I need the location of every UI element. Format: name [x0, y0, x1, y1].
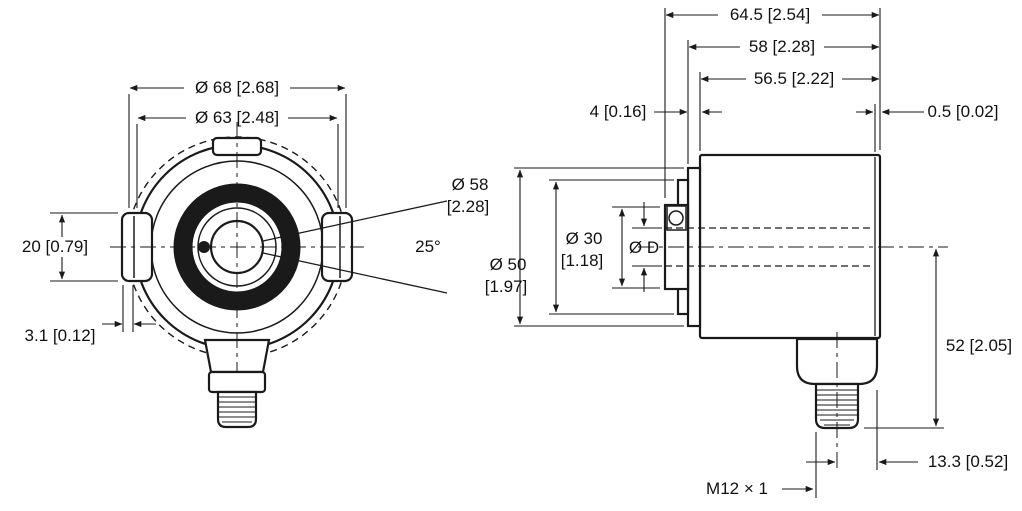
dim-flange-thickness: 4 [0.16]: [590, 102, 722, 121]
dim-housing-depth-label: 56.5 [2.22]: [754, 69, 834, 88]
dim-flange-diameter-label-2: [2.28]: [447, 197, 490, 216]
dim-angle-label: 25°: [415, 237, 441, 256]
thread-lines-front: [218, 396, 256, 423]
dim-pilot-diameter: Ø 50 [1.97]: [485, 179, 674, 315]
thread-label: M12 × 1: [706, 479, 768, 498]
front-view-dimensions: Ø 68 [2.68] Ø 63 [2.48] 20 [0.79] 3.1 [0…: [22, 78, 441, 345]
dim-body-diameter-label: Ø 63 [2.48]: [195, 108, 279, 127]
dim-clamp-thickness: 3.1 [0.12]: [25, 285, 156, 345]
angle-line-upper: [262, 200, 448, 242]
dim-shaft-diameter: Ø D: [629, 202, 662, 292]
front-view: [110, 122, 448, 429]
dim-total-depth: 64.5 [2.54]: [664, 5, 881, 198]
dim-connector-thread: M12 × 1: [706, 432, 817, 498]
dim-clamp-thickness-label: 3.1 [0.12]: [25, 326, 96, 345]
dim-flange-depth: 58 [2.28]: [687, 37, 880, 164]
dim-rear-gap: 0.5 [0.02]: [856, 102, 998, 152]
side-view: [638, 153, 948, 472]
dim-outer-diameter: Ø 68 [2.68]: [128, 78, 347, 208]
dim-clamp-length-label: 20 [0.79]: [22, 237, 88, 256]
dim-connector-offset-label: 13.3 [0.52]: [928, 452, 1008, 471]
dim-housing-depth: 56.5 [2.22]: [699, 69, 880, 151]
dim-connector-offset: 13.3 [0.52]: [806, 390, 1008, 471]
dim-flange-diameter: Ø 58 [2.28]: [447, 167, 684, 327]
dim-clamp-length: 20 [0.79]: [22, 212, 118, 282]
dim-pilot-diameter-label-1: Ø 50: [490, 255, 527, 274]
dim-hub-diameter-label-2: [1.18]: [561, 251, 604, 270]
angle-line-lower: [262, 252, 448, 294]
dim-body-diameter: Ø 63 [2.48]: [136, 108, 339, 208]
dim-connector-height-label: 52 [2.05]: [946, 336, 1012, 355]
dim-connector-height: 52 [2.05]: [864, 248, 1012, 429]
dim-hub-diameter-label-1: Ø 30: [566, 229, 603, 248]
dim-shaft-diameter-label: Ø D: [629, 238, 659, 257]
dim-flange-diameter-label-1: Ø 58: [452, 175, 489, 194]
dim-outer-diameter-label: Ø 68 [2.68]: [195, 78, 279, 97]
side-view-dimensions: 64.5 [2.54] 58 [2.28] 56.5 [2.22] 4 [0.1…: [447, 5, 1012, 498]
dim-flange-thickness-label: 4 [0.16]: [590, 102, 647, 121]
dim-pilot-diameter-label-2: [1.97]: [485, 277, 528, 296]
connector-thread-front: [216, 390, 258, 429]
dim-rear-gap-label: 0.5 [0.02]: [928, 102, 999, 121]
dim-hub-diameter: Ø 30 [1.18]: [561, 206, 660, 289]
connector-flange-front: [207, 370, 267, 394]
dim-total-depth-label: 64.5 [2.54]: [730, 5, 810, 24]
clamp-screw: [668, 210, 684, 226]
dim-flange-depth-label: 58 [2.28]: [749, 37, 815, 56]
